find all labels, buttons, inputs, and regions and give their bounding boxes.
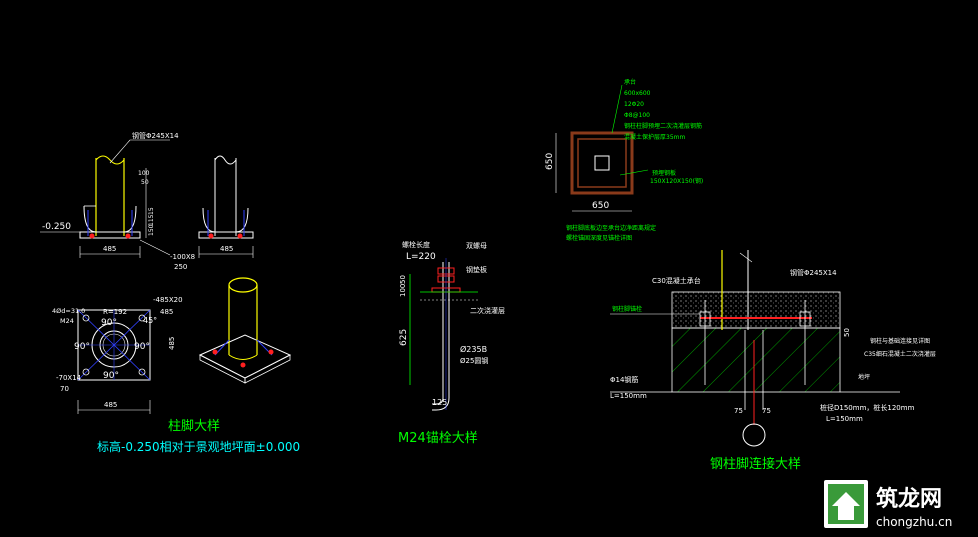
bottom-note-1: 螺栓锚固深度见锚栓详图 <box>566 234 632 242</box>
dim-0: 100 <box>138 170 150 177</box>
anchor-bolt-detail: 螺栓长度 L=220 双螺母 钢垫板 二次浇灌层 50 100 625 Ø235… <box>399 240 505 411</box>
rod-label: Ø235B <box>460 344 487 354</box>
dim-1: 50 <box>141 179 149 186</box>
top-label: C30混凝土承台 <box>652 276 701 285</box>
pipe-label: 钢管Φ245X14 <box>790 268 837 277</box>
right-label-2: C35细石混凝土二次浇灌层 <box>864 350 936 358</box>
embed-note-0: 预埋钢板 <box>652 169 676 177</box>
angle-5: 90° <box>103 371 119 381</box>
width-label: 485 <box>103 245 116 253</box>
plate-label: -485X20 <box>153 296 183 304</box>
column-isometric-view <box>198 277 292 384</box>
width-label-2: 485 <box>220 245 233 253</box>
bolt-size: M24 <box>60 317 74 325</box>
watermark-url: chongzhu.cn <box>876 515 952 529</box>
angle-4: 90° <box>134 342 150 352</box>
bottom-note-0: 钢柱脚底板边至承台边净距离规定 <box>566 224 656 232</box>
angle-2: 45° <box>143 316 157 325</box>
dim-bottom: 650 <box>592 201 609 211</box>
rod-sub: Ø25圆钢 <box>460 356 488 365</box>
rebar-length: L=150mm <box>610 392 647 400</box>
dim-50: 50 <box>399 275 407 284</box>
dim-b: 75 <box>762 407 771 415</box>
dim-right-2: 485 <box>168 337 176 350</box>
dim-right: 485 <box>160 308 173 316</box>
dim-left: 650 <box>545 153 555 170</box>
bottom-dim: 485 <box>104 401 117 409</box>
note-4: 钢柱柱脚预埋二次浇灌层钢筋 <box>624 122 702 130</box>
rib-label: -70X14 <box>56 374 82 382</box>
elevation-note: 标高-0.250相对于景观地坪面±0.000 <box>97 439 300 454</box>
note-1: 600x600 <box>624 90 651 97</box>
dim-3: 115 <box>148 214 155 226</box>
anchor-bolt-title: M24锚栓大样 <box>398 431 478 446</box>
nut-label: 双螺母 <box>466 241 487 250</box>
left-label: 钢柱脚锚栓 <box>612 305 642 313</box>
ground-label: 地坪 <box>858 373 870 381</box>
watermark-cn: 筑龙网 <box>876 486 942 512</box>
pipe-label: 钢管Φ245X14 <box>132 131 179 140</box>
note-0: 承台 <box>624 78 636 86</box>
bolt-hole-label: 4Ød=31.0 <box>52 307 85 315</box>
column-detail-title: 柱脚大样 <box>168 418 220 434</box>
pile-length: L=150mm <box>826 415 863 423</box>
dim-a: 75 <box>734 407 743 415</box>
pile-label: 桩径D150mm，桩长120mm <box>820 403 915 412</box>
angle-1: 90° <box>101 318 117 328</box>
connection-detail-title: 钢柱脚连接大样 <box>710 456 801 472</box>
column-base-plan-view: 4Ød=31.0 M24 R=192 -485X20 485 485 90° 4… <box>52 296 183 414</box>
watermark: 筑龙网 chongzhu.cn <box>822 476 978 533</box>
dim-4: 150 <box>148 224 155 236</box>
angle-3: 90° <box>74 342 90 352</box>
bottom-dim: 125 <box>432 398 447 407</box>
note-3: Φ8@100 <box>624 112 650 119</box>
dim-2: 15 <box>148 207 155 215</box>
length-label: L=220 <box>406 252 436 262</box>
dim-right: 50 <box>843 328 851 337</box>
pile-cap-plan: 650 650 承台 600x600 12Φ20 Φ8@100 钢柱柱脚预埋二次… <box>545 78 703 242</box>
note-5: 混凝土保护层厚35mm <box>624 133 685 141</box>
rebar-label: Φ14钢筋 <box>610 375 638 384</box>
grout-label: 二次浇灌层 <box>470 306 505 315</box>
washer-label: 钢垫板 <box>466 265 487 274</box>
rib-dim: 70 <box>60 385 69 393</box>
dim-100: 100 <box>399 284 407 297</box>
bottom-dim: 250 <box>174 263 187 271</box>
elevation-label: -0.250 <box>42 222 71 232</box>
embed-note-1: 150X120X150(钢) <box>650 177 703 185</box>
dim-625: 625 <box>399 329 409 346</box>
right-label: 钢柱与基础连接见详图 <box>870 337 930 345</box>
plate-label: -100X8 <box>170 253 195 261</box>
top-label: 螺栓长度 <box>402 240 430 249</box>
column-connection-detail: C30混凝土承台 钢管Φ245X14 钢柱脚锚栓 50 钢柱与基础连接见详图 C… <box>610 250 936 447</box>
note-2: 12Φ20 <box>624 101 644 108</box>
radius-label: R=192 <box>103 308 127 316</box>
watermark-logo: 筑龙网 chongzhu.cn <box>824 480 952 529</box>
column-base-elevation-view: 钢管Φ245X14 -0.250 100 50 15 115 150 485 -… <box>40 131 254 271</box>
